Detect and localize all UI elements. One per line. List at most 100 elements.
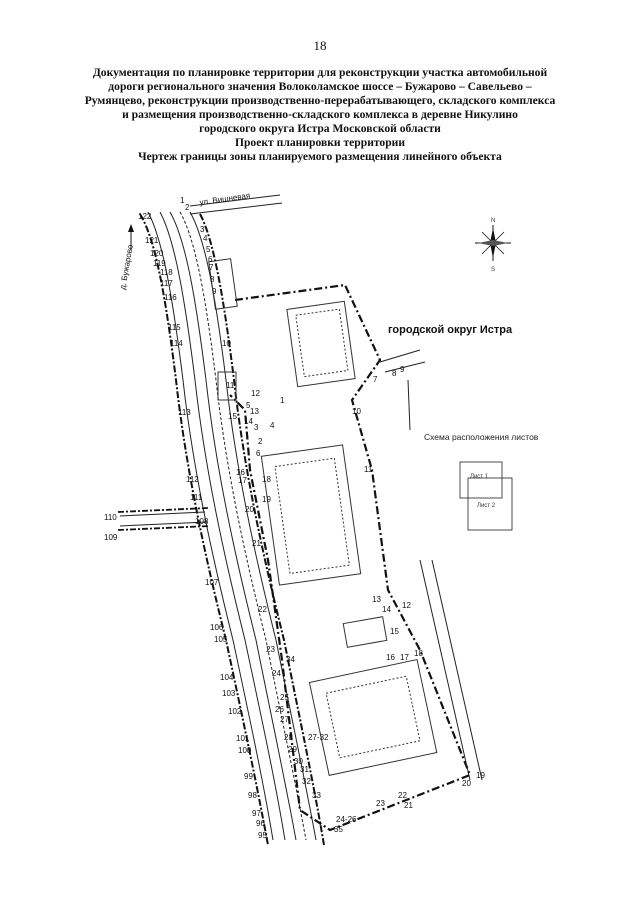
point-label: 116: [164, 293, 177, 302]
point-label: 16: [236, 468, 245, 477]
point-label: 9: [400, 365, 405, 374]
compass-rose-icon: N S: [475, 218, 511, 273]
title-line: и размещения производственно-складского …: [122, 108, 518, 121]
point-label: 27-32: [308, 733, 329, 742]
point-label: 11: [364, 465, 373, 474]
point-label: 99: [244, 772, 253, 781]
sheet-2-frame: [467, 477, 513, 531]
point-label: 24: [272, 669, 281, 678]
main-road: [147, 211, 317, 841]
point-label: 23: [376, 799, 385, 808]
point-label: 112: [186, 475, 199, 484]
point-label: 15: [390, 627, 399, 636]
point-label: 117: [160, 279, 173, 288]
point-label: 17: [400, 653, 409, 662]
zone-boundary-left: [139, 213, 325, 846]
point-label: 4: [270, 421, 275, 430]
point-label: 105: [214, 635, 228, 644]
point-label: 22: [398, 791, 407, 800]
point-label: 8: [210, 275, 215, 284]
point-label: 12: [402, 601, 411, 610]
compass-north: N: [491, 218, 495, 224]
title-line: Румянцево, реконструкции производственно…: [84, 94, 556, 107]
buildings: [208, 258, 438, 776]
side-road-boundary: [117, 507, 211, 531]
side-roads: [119, 194, 483, 781]
point-label: 34: [286, 655, 295, 664]
point-label: 103: [222, 689, 236, 698]
point-label: 10: [352, 407, 361, 416]
point-label: 15: [228, 412, 237, 421]
point-label: 110: [104, 513, 117, 522]
point-label: 108: [195, 517, 209, 526]
point-label: 118: [160, 268, 173, 277]
page-number: 18: [313, 38, 327, 53]
document-title: Документация по планировке территории дл…: [48, 66, 592, 164]
point-label: 101: [236, 734, 250, 743]
point-label: 107: [205, 578, 219, 587]
left-point-labels: 122 121 120 119 118 117 116 115 114 113 …: [104, 212, 267, 840]
point-label: 7: [373, 375, 378, 384]
point-label: 97: [252, 809, 261, 818]
point-label: 19: [262, 495, 271, 504]
point-label: 114: [170, 339, 183, 348]
point-label: 30: [294, 757, 303, 766]
point-label: 95: [258, 831, 267, 840]
territory-boundary: [229, 283, 472, 832]
mid-point-labels: 1 2 3 4 5 6 7 8 9 27-32: [246, 365, 405, 742]
point-label: 96: [256, 819, 265, 828]
point-label: 24-26: [336, 815, 357, 824]
road-direction-label: д. Бужарово: [118, 243, 135, 290]
title-line: Чертеж границы зоны планируемого размеще…: [138, 150, 502, 163]
point-label: 4: [203, 234, 208, 243]
point-label: 109: [104, 533, 118, 542]
point-label: 21: [252, 539, 261, 548]
point-label: 104: [220, 673, 234, 682]
point-label: 32: [302, 777, 311, 786]
point-label: 6: [208, 255, 213, 264]
point-label: 2: [258, 437, 263, 446]
point-label: 10: [222, 339, 231, 348]
point-label: 28: [284, 733, 293, 742]
point-label: 13: [372, 595, 381, 604]
point-label: 14: [244, 417, 253, 426]
sheet-2-label: Лист 2: [477, 503, 496, 509]
point-label: 9: [212, 287, 217, 296]
point-label: 1: [180, 196, 185, 205]
point-label: 31: [300, 765, 309, 774]
point-label: 20: [462, 779, 471, 788]
point-label: 102: [228, 707, 242, 716]
point-label: 1: [280, 396, 285, 405]
title-line: Проект планировки территории: [234, 136, 406, 149]
point-label: 14: [382, 605, 391, 614]
right-point-labels: 10 11 12 13 14 15 16 17 18 19 20 21 22 2…: [336, 407, 485, 824]
inner-point-labels: 1 2 3 4 5 6 7 8 9 10 11 12 13 14 15 16 1…: [180, 196, 343, 834]
point-label: 5: [206, 245, 211, 254]
point-label: 115: [168, 323, 181, 332]
point-label: 16: [386, 653, 395, 662]
title-line: Документация по планировке территории дл…: [92, 66, 548, 79]
point-label: 100: [238, 746, 252, 755]
compass-south: S: [491, 267, 495, 273]
street-label: ул. Вишневая: [199, 191, 251, 207]
point-label: 11: [226, 381, 235, 390]
direction-arrow-icon: [128, 224, 134, 250]
point-label: 120: [150, 249, 164, 258]
point-label: 8: [392, 369, 397, 378]
point-label: 13: [250, 407, 259, 416]
point-label: 27: [280, 715, 289, 724]
point-label: 98: [248, 791, 257, 800]
point-label: 33: [312, 791, 321, 800]
point-label: 5: [246, 401, 251, 410]
point-label: 29: [288, 745, 297, 754]
point-label: 26: [275, 705, 284, 714]
point-label: 113: [178, 408, 191, 417]
point-label: 21: [404, 801, 413, 810]
point-label: 119: [153, 259, 166, 268]
sheet-1-label: Лист 1: [470, 474, 489, 480]
point-label: 2: [185, 203, 190, 212]
district-label: городской округ Истра: [388, 324, 513, 336]
point-label: 23: [266, 645, 275, 654]
sheet-1-frame: [459, 461, 503, 499]
